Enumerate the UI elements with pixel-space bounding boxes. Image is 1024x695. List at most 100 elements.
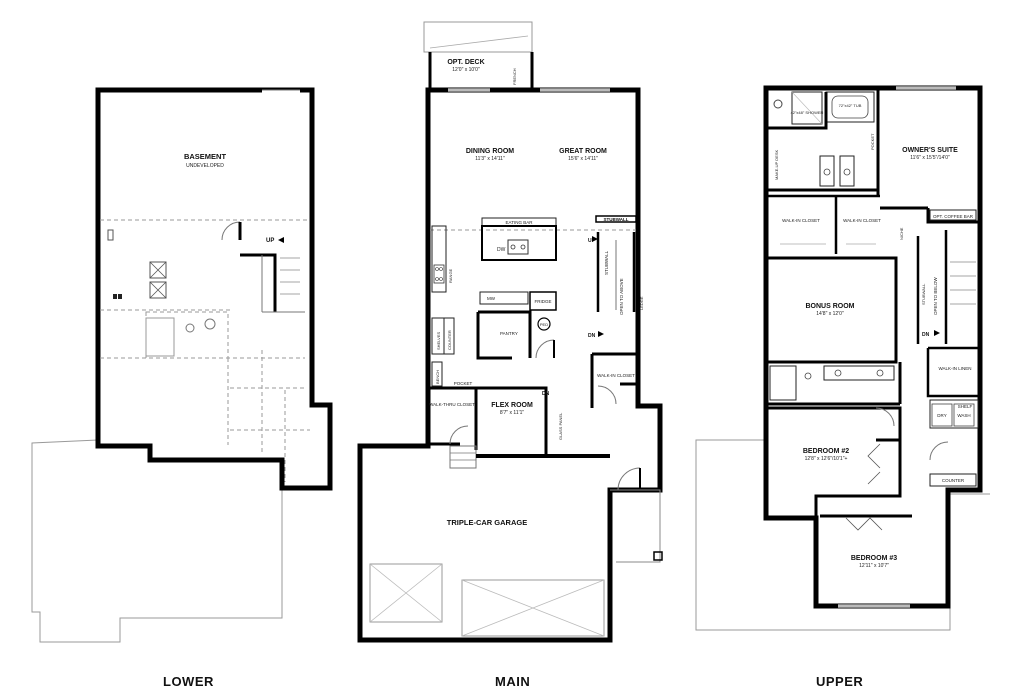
upper-wash-label: WASH xyxy=(957,413,970,418)
upper-walkin1-label: WALK-IN CLOSET xyxy=(782,218,820,223)
upper-counter xyxy=(929,473,977,487)
main-garage-door-2 xyxy=(461,579,605,637)
upper-ensuite-wall xyxy=(768,88,880,196)
upper-bath-tub xyxy=(769,365,797,401)
upper-makeup-label: MAKE-UP DESK xyxy=(774,150,779,180)
main-mudroom-wall xyxy=(430,386,478,450)
floor-plan: UP BASEMENT UNDEVELOPED OPT. DECK 12'0" … xyxy=(31,21,990,643)
lower-up-label: UP xyxy=(266,238,274,244)
main-deck-dim: 12'0" x 10'0" xyxy=(452,67,480,73)
main-ledge-label: LEDGE xyxy=(639,296,644,310)
upper-laundry xyxy=(929,399,979,429)
upper-exterior-wall xyxy=(763,85,983,609)
lower-floor-label: LOWER xyxy=(163,674,214,689)
lower-floor-plan: UP BASEMENT UNDEVELOPED xyxy=(31,87,333,643)
lower-water-heater xyxy=(149,281,167,299)
upper-open-below-label: OPEN TO BELOW xyxy=(933,277,938,315)
main-garage-wall xyxy=(362,444,610,458)
main-shelves-label: SHELVES xyxy=(436,332,441,350)
main-dining-label: DINING ROOM xyxy=(466,148,514,155)
main-bench xyxy=(431,361,443,387)
lower-up-arrow-icon xyxy=(278,237,284,243)
main-steps xyxy=(449,445,477,469)
main-porch-outline xyxy=(610,489,661,563)
main-floor-plan: OPT. DECK 12'0" x 10'0" FRENCH DINING RO… xyxy=(357,21,663,643)
main-dining-dim: 11'3" x 14'11" xyxy=(475,156,505,162)
upper-bath-wall xyxy=(768,362,902,406)
upper-dn-arrow-icon xyxy=(934,330,940,336)
main-exterior-wall xyxy=(357,87,663,643)
main-deck-label: OPT. DECK xyxy=(447,59,484,66)
upper-stair-wall xyxy=(916,230,948,344)
upper-pocket-label: POCKET xyxy=(870,133,875,150)
main-dw-label: DW xyxy=(497,247,506,253)
upper-closet-wall xyxy=(768,194,880,254)
main-ped-label: PED xyxy=(540,322,548,327)
upper-bed3-label: BEDROOM #3 xyxy=(851,555,897,562)
main-mw-label: MW xyxy=(487,296,496,301)
lower-basement-label: BASEMENT xyxy=(184,152,227,161)
main-great-label: GREAT ROOM xyxy=(559,148,607,155)
upper-owners-label: OWNER'S SUITE xyxy=(902,147,958,154)
upper-bed2-label: BEDROOM #2 xyxy=(803,448,849,455)
lower-patio-outline xyxy=(31,439,283,643)
main-fridge-label: FRIDGE xyxy=(534,299,551,304)
lower-sink xyxy=(204,318,216,330)
upper-shelf-label: SHELF xyxy=(958,404,973,409)
main-flex-wall xyxy=(476,386,548,458)
upper-linen-label: WALK-IN LINEN xyxy=(938,366,971,371)
main-range-label: RANGE xyxy=(448,268,453,283)
upper-floor-plan: 72"x42" TUB 42"x48" SHOWER POCKET MAKE-U… xyxy=(695,85,990,631)
upper-bonus-label: BONUS ROOM xyxy=(806,303,855,310)
main-walkthru-label: WALK-THRU CLOSET xyxy=(429,402,475,407)
main-glass-label: GLASS PANEL xyxy=(558,412,563,440)
upper-tub-label: 72"x42" TUB xyxy=(839,103,862,108)
main-floor-label: MAIN xyxy=(495,674,531,689)
upper-dn-label: DN xyxy=(922,332,930,338)
upper-bed3-dim: 12'11" x 10'7" xyxy=(859,563,889,569)
main-deck-outline xyxy=(423,21,533,53)
upper-linen-wall xyxy=(926,346,978,398)
upper-bonus-wall xyxy=(768,256,898,364)
main-bench-label: BENCH xyxy=(435,370,440,384)
main-eating-bar-label: EATING BAR xyxy=(506,220,534,225)
main-stubwall2-label: STUBWALL xyxy=(604,250,609,275)
main-up-label: UP xyxy=(588,238,596,244)
main-flex-dim: 8'7" x 11'1" xyxy=(500,410,524,416)
upper-shower-label: 42"x48" SHOWER xyxy=(791,110,824,115)
main-garage-label: TRIPLE-CAR GARAGE xyxy=(447,518,527,527)
upper-coffee-label: OPT. COFFEE BAR xyxy=(933,214,974,219)
lower-basement-sub: UNDEVELOPED xyxy=(186,163,224,169)
main-mw-counter xyxy=(479,291,529,305)
main-counter-label: COUNTER xyxy=(447,330,452,350)
lower-stair-wall xyxy=(240,253,277,312)
main-stair-wall xyxy=(596,232,636,312)
main-french-label: FRENCH xyxy=(512,68,517,85)
main-fridge xyxy=(529,291,557,311)
main-stubwall-label: STUBWALL xyxy=(604,217,629,222)
upper-stubwall-label: STUBWALL xyxy=(921,283,926,305)
main-stubwall xyxy=(595,215,637,223)
main-pantry-label: PANTRY xyxy=(500,331,518,336)
main-great-dim: 15'6" x 14'11" xyxy=(568,156,598,162)
upper-bed2-dim: 12'8" x 12'6"/10'1"+ xyxy=(805,456,848,462)
upper-coffee-bar xyxy=(929,209,977,221)
upper-owners-wall xyxy=(880,206,978,224)
upper-bed2-wall xyxy=(768,406,902,518)
main-pocket-label: POCKET xyxy=(454,381,473,386)
main-flex-label: FLEX ROOM xyxy=(491,402,533,409)
main-up-arrow-icon xyxy=(592,236,598,242)
lower-future-bath xyxy=(145,311,229,359)
upper-counter-label: COUNTER xyxy=(942,478,965,483)
main-pantry-wall xyxy=(476,310,532,360)
main-dn2-label: DN xyxy=(542,391,550,397)
main-walkin-label: WALK-IN CLOSET xyxy=(597,373,635,378)
main-counter-west xyxy=(431,225,447,293)
upper-roof-outline xyxy=(695,439,990,631)
lower-tub xyxy=(145,317,175,357)
lower-furnace xyxy=(149,261,167,279)
upper-owners-dim: 11'6" x 15'5"/14'0" xyxy=(910,155,950,161)
upper-shower xyxy=(791,91,823,125)
main-island xyxy=(481,225,557,261)
main-entry-wall xyxy=(590,352,638,408)
